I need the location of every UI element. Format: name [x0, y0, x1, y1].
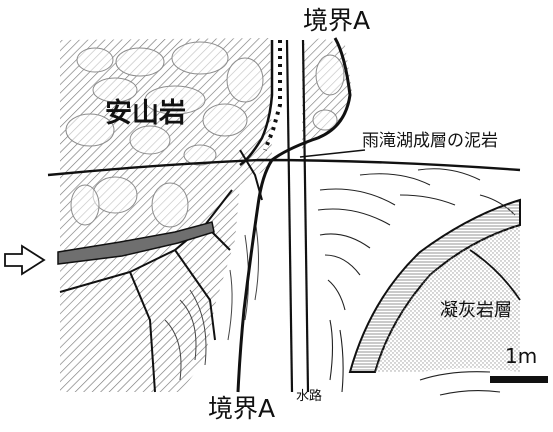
mudstone-label: 雨滝湖成層の泥岩	[362, 133, 498, 150]
right-arrow-outline-icon	[5, 246, 44, 274]
waterway-label: 水路	[296, 390, 322, 403]
scale-label: 1m	[505, 346, 537, 366]
mudstone-leader	[300, 150, 365, 157]
scale-bar	[490, 376, 548, 383]
boundary-a-bottom-label: 境界A	[208, 396, 275, 421]
andesite-label: 安山岩	[105, 100, 186, 127]
boundary-a-top-label: 境界A	[303, 8, 370, 33]
tuff-label: 凝灰岩層	[440, 302, 512, 320]
waterway-channel	[287, 40, 308, 392]
